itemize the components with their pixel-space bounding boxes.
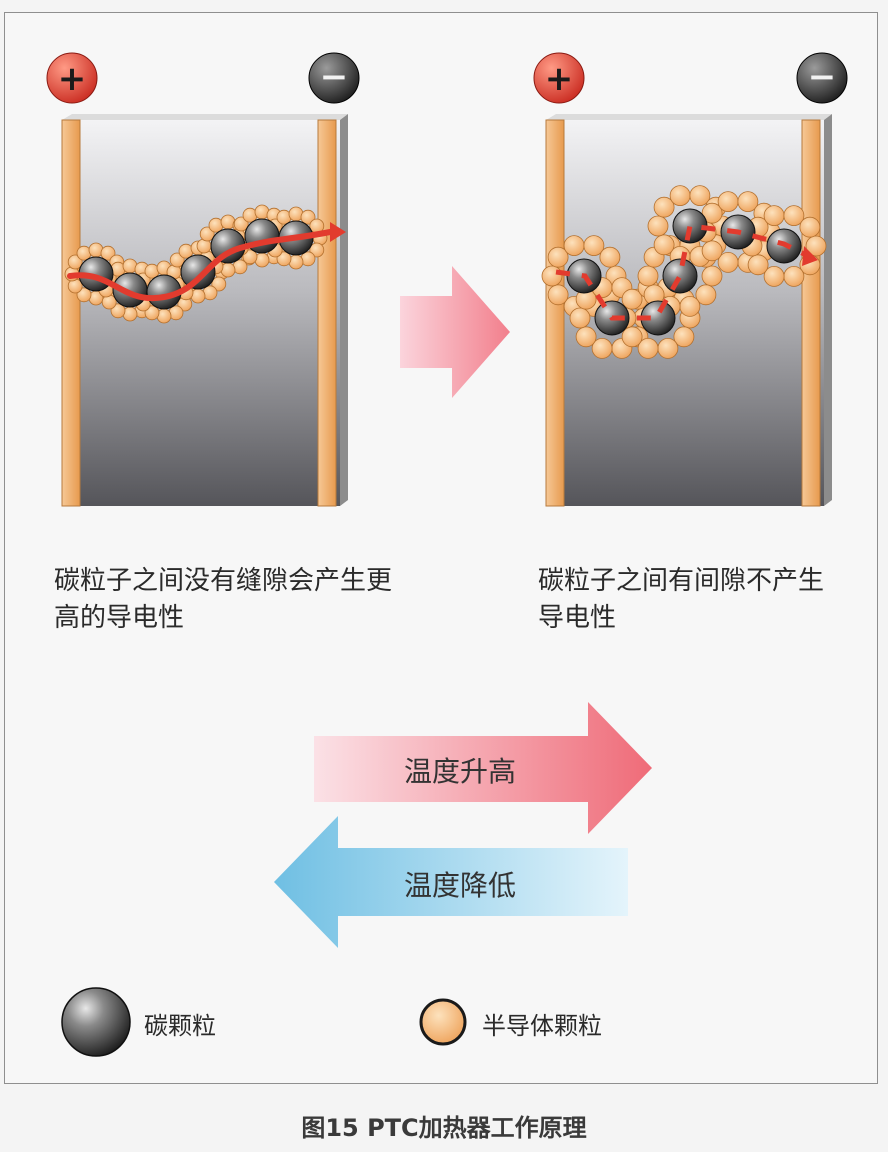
semiconductor-particle [717,191,739,213]
semiconductor-particle [653,196,675,218]
semiconductor-particle [657,337,679,359]
semiconductor-particle [689,185,711,207]
semiconductor-particle [169,252,185,268]
right-ptc-side-face [824,114,832,506]
semiconductor-particle [647,215,669,237]
legend-carbon-icon [61,987,131,1057]
right-electrode-negative [801,119,821,507]
semiconductor-particle [669,185,691,207]
right-plus-symbol: + [545,59,574,99]
semiconductor-particle [747,254,769,276]
semiconductor-particle [637,337,659,359]
semiconductor-particle [763,205,785,227]
left-positive-terminal: + [46,52,98,104]
semiconductor-particle [701,202,723,224]
right-minus-symbol: − [808,57,837,97]
left-panel [61,114,348,507]
semiconductor-particle [110,303,126,319]
semiconductor-particle [783,205,805,227]
semiconductor-particle [199,226,215,242]
left-electrode-negative [317,119,337,507]
right-ptc-top-face [546,114,832,120]
semiconductor-particle [100,245,116,261]
semiconductor-particle [621,326,643,348]
semiconductor-particle [591,337,613,359]
left-ptc-top-face [62,114,348,120]
semiconductor-particle [211,276,227,292]
semiconductor-particle [569,307,591,329]
left-current-path [67,229,333,302]
legend-semiconductor-label: 半导体颗粒 [482,1012,602,1040]
left-description-line2: 高的导电性 [54,603,185,633]
temperature-fall-arrow [274,816,628,948]
semiconductor-particle [563,235,585,257]
semiconductor-particle [599,246,621,268]
semiconductor-particle [300,209,316,225]
left-current-arrowhead [330,222,346,242]
right-current-arrowhead [802,246,818,266]
semiconductor-particle [783,265,805,287]
semiconductor-particle [695,284,717,306]
figure-caption: 图15 PTC加热器工作原理 [301,1114,587,1142]
transition-arrow [400,266,510,398]
right-panel [541,114,832,507]
semiconductor-particle [701,265,723,287]
semiconductor-particle [76,287,92,303]
semiconductor-particle [717,251,739,273]
semiconductor-particle [653,234,675,256]
semiconductor-particle [309,242,325,258]
left-description: 碳粒子之间没有缝隙会产生更 高的导电性 [54,563,434,637]
left-description-line1: 碳粒子之间没有缝隙会产生更 [54,566,393,596]
temperature-rise-arrow [314,702,652,834]
left-electrode-positive [61,119,81,507]
semiconductor-particle [763,265,785,287]
semiconductor-particle [737,191,759,213]
carbon-particle [180,254,216,290]
semiconductor-particle [144,305,160,321]
right-description-line2: 导电性 [538,603,617,633]
semiconductor-particle [547,246,569,268]
semiconductor-particle [673,326,695,348]
semiconductor-particle [701,240,723,262]
right-electrode-positive [545,119,565,507]
left-minus-symbol: − [320,57,349,97]
left-plus-symbol: + [58,59,87,99]
left-ptc-side-face [340,114,348,506]
legend-carbon-label: 碳颗粒 [144,1012,216,1040]
semiconductor-particle [637,265,659,287]
temperature-fall-label: 温度降低 [404,869,517,902]
semiconductor-particle [547,284,569,306]
right-particle-clusters [541,185,827,359]
temperature-rise-label: 温度升高 [404,755,517,788]
right-positive-terminal: + [533,52,585,104]
semiconductor-particle [799,216,821,238]
semiconductor-particle [805,235,827,257]
semiconductor-particle [541,265,563,287]
right-description: 碳粒子之间有间隙不产生 导电性 [538,563,868,637]
left-ptc-body [62,120,340,506]
semiconductor-particle [233,216,249,232]
semiconductor-particle [67,254,83,270]
left-negative-terminal: − [308,52,360,104]
carbon-particle [662,258,698,294]
semiconductor-particle [679,295,701,317]
semiconductor-particle [242,249,258,265]
semiconductor-particle [583,235,605,257]
legend-semiconductor-icon [419,998,467,1046]
semiconductor-particle [621,288,643,310]
semiconductor-particle [276,251,292,267]
semiconductor-particle [575,326,597,348]
right-description-line1: 碳粒子之间有间隙不产生 [538,566,825,596]
right-negative-terminal: − [796,52,848,104]
